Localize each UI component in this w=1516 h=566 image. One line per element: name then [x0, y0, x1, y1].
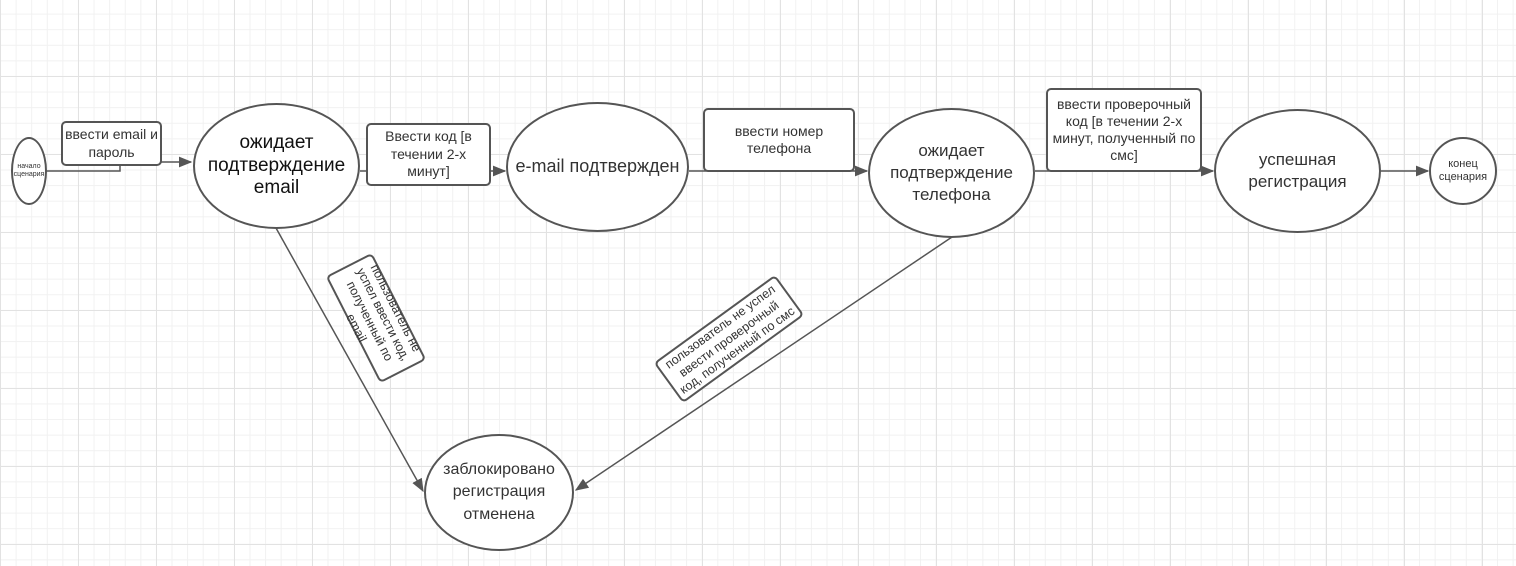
transition-enter-email-label: ввести email и пароль — [65, 126, 158, 160]
end-node-label: конец сценария — [1438, 157, 1488, 183]
transition-enter-phone[interactable]: ввести номер телефона — [703, 108, 855, 172]
end-node[interactable]: конец сценария — [1429, 137, 1497, 205]
state-awaiting-phone[interactable]: ожидает подтверждение телефона — [868, 108, 1035, 238]
state-email-confirmed[interactable]: e-mail подтвержден — [506, 102, 689, 232]
state-awaiting-email[interactable]: ожидает подтверждение email — [193, 103, 360, 229]
transition-enter-email[interactable]: ввести email и пароль — [61, 121, 162, 166]
edge-awaiting-email-to-blocked — [275, 227, 424, 493]
state-blocked-label: заблокировано регистрация отменена — [443, 461, 555, 523]
state-awaiting-email-label: ожидает подтверждение email — [207, 131, 346, 199]
start-node-label: начало сценария — [13, 162, 45, 178]
transition-enter-sms-code[interactable]: ввести проверочный код [в течении 2-х ми… — [1046, 88, 1202, 172]
state-success[interactable]: успешная регистрация — [1214, 109, 1381, 233]
transition-enter-phone-label: ввести номер телефона — [734, 123, 824, 156]
state-awaiting-phone-label: ожидает подтверждение телефона — [890, 140, 1013, 205]
start-node[interactable]: начало сценария — [11, 137, 47, 205]
transition-enter-code[interactable]: Ввести код [в течении 2-х минут] — [366, 123, 491, 186]
state-blocked[interactable]: заблокировано регистрация отменена — [424, 434, 574, 551]
state-email-confirmed-label: e-mail подтвержден — [515, 156, 680, 177]
state-success-label: успешная регистрация — [1248, 149, 1347, 191]
edge-awaiting-phone-to-blocked — [574, 236, 953, 491]
transition-enter-sms-code-label: ввести проверочный код [в течении 2-х ми… — [1052, 95, 1196, 164]
transition-enter-code-label: Ввести код [в течении 2-х минут] — [385, 128, 472, 180]
